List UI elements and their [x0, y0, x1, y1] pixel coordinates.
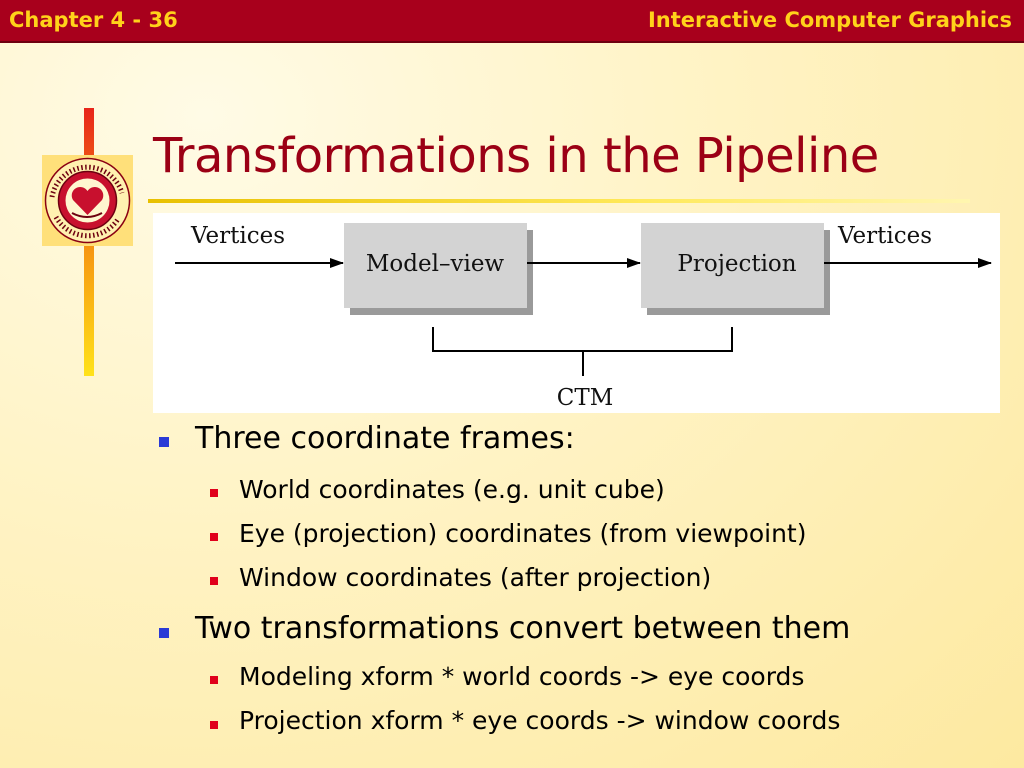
heart-hand-seal-icon: [42, 155, 133, 246]
sub-bullet-marker: [210, 721, 218, 729]
sub-bullet-marker: [210, 577, 218, 585]
bullet-marker: [159, 628, 169, 638]
bullet-item: Three coordinate frames:: [195, 421, 575, 456]
ctm-bracket: [432, 327, 733, 352]
projection-box: [641, 223, 824, 308]
sub-bullet-item: Window coordinates (after projection): [239, 563, 712, 592]
chapter-label: Chapter 4 - 36: [9, 8, 178, 32]
sub-bullet-item: Modeling xform * world coords -> eye coo…: [239, 662, 805, 691]
ctm-label: CTM: [557, 385, 614, 411]
header-bar: Chapter 4 - 36 Interactive Computer Grap…: [0, 0, 1024, 43]
bullet-item: Two transformations convert between them: [195, 611, 851, 646]
input-vertices-label: Vertices: [190, 223, 285, 249]
sub-bullet-item: Eye (projection) coordinates (from viewp…: [239, 519, 807, 548]
pipeline-diagram: Vertices Model–view Projection Vertices …: [153, 213, 1000, 413]
slide-title: Transformations in the Pipeline: [153, 128, 879, 184]
modelview-label: Model–view: [366, 251, 505, 277]
output-vertices-label: Vertices: [837, 223, 932, 249]
sub-bullet-marker: [210, 533, 218, 541]
course-title: Interactive Computer Graphics: [647, 8, 1012, 32]
modelview-box: [344, 223, 527, 308]
sub-bullet-item: World coordinates (e.g. unit cube): [239, 475, 665, 504]
title-underline: [148, 199, 970, 203]
projection-label: Projection: [677, 251, 796, 277]
sub-bullet-marker: [210, 489, 218, 497]
sub-bullet-marker: [210, 676, 218, 684]
sub-bullet-item: Projection xform * eye coords -> window …: [239, 706, 841, 735]
bullet-marker: [159, 437, 169, 447]
